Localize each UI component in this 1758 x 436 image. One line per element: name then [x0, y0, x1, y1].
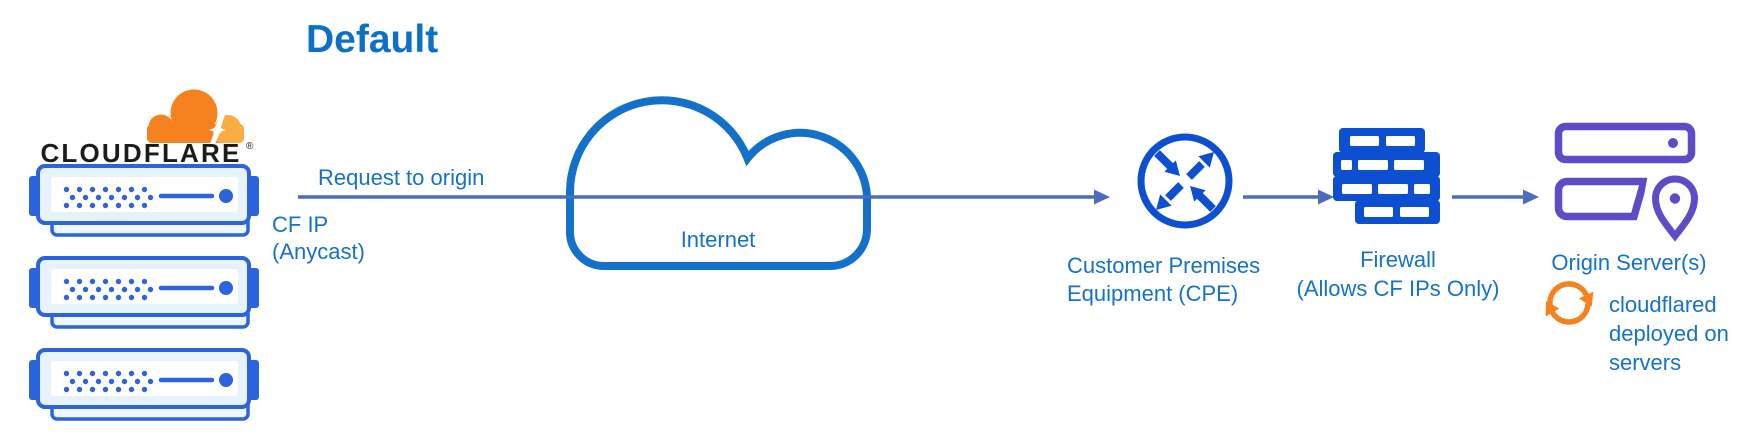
request-to-origin-label: Request to origin — [318, 165, 485, 190]
registered-mark: ® — [246, 141, 254, 152]
diagram-title: Default — [306, 18, 439, 61]
internet-label: Internet — [680, 227, 756, 252]
internet-cloud-icon — [566, 96, 872, 270]
cf-ip-anycast-label: CF IP (Anycast) — [272, 212, 365, 264]
cloudflare-wordmark: CLOUDFLARE — [40, 138, 242, 168]
cloudflare-cloud-logo-icon — [147, 89, 244, 150]
cpe-label: Customer Premises Equipment (CPE) — [1067, 253, 1261, 306]
firewall-brick-icon — [1333, 128, 1440, 224]
location-pin-icon — [1651, 175, 1699, 242]
cloudflared-note: cloudflared deployed on servers — [1609, 292, 1729, 375]
origin-server-label: Origin Server(s) — [1551, 250, 1707, 275]
flow-arrows — [298, 189, 1539, 205]
sync-arrows-icon — [1545, 281, 1594, 325]
edge-server-rack-icon — [29, 166, 259, 419]
firewall-label: Firewall (Allows CF IPs Only) — [1296, 247, 1500, 301]
cpe-router-icon — [1137, 133, 1233, 229]
origin-server-icon — [1554, 122, 1715, 250]
